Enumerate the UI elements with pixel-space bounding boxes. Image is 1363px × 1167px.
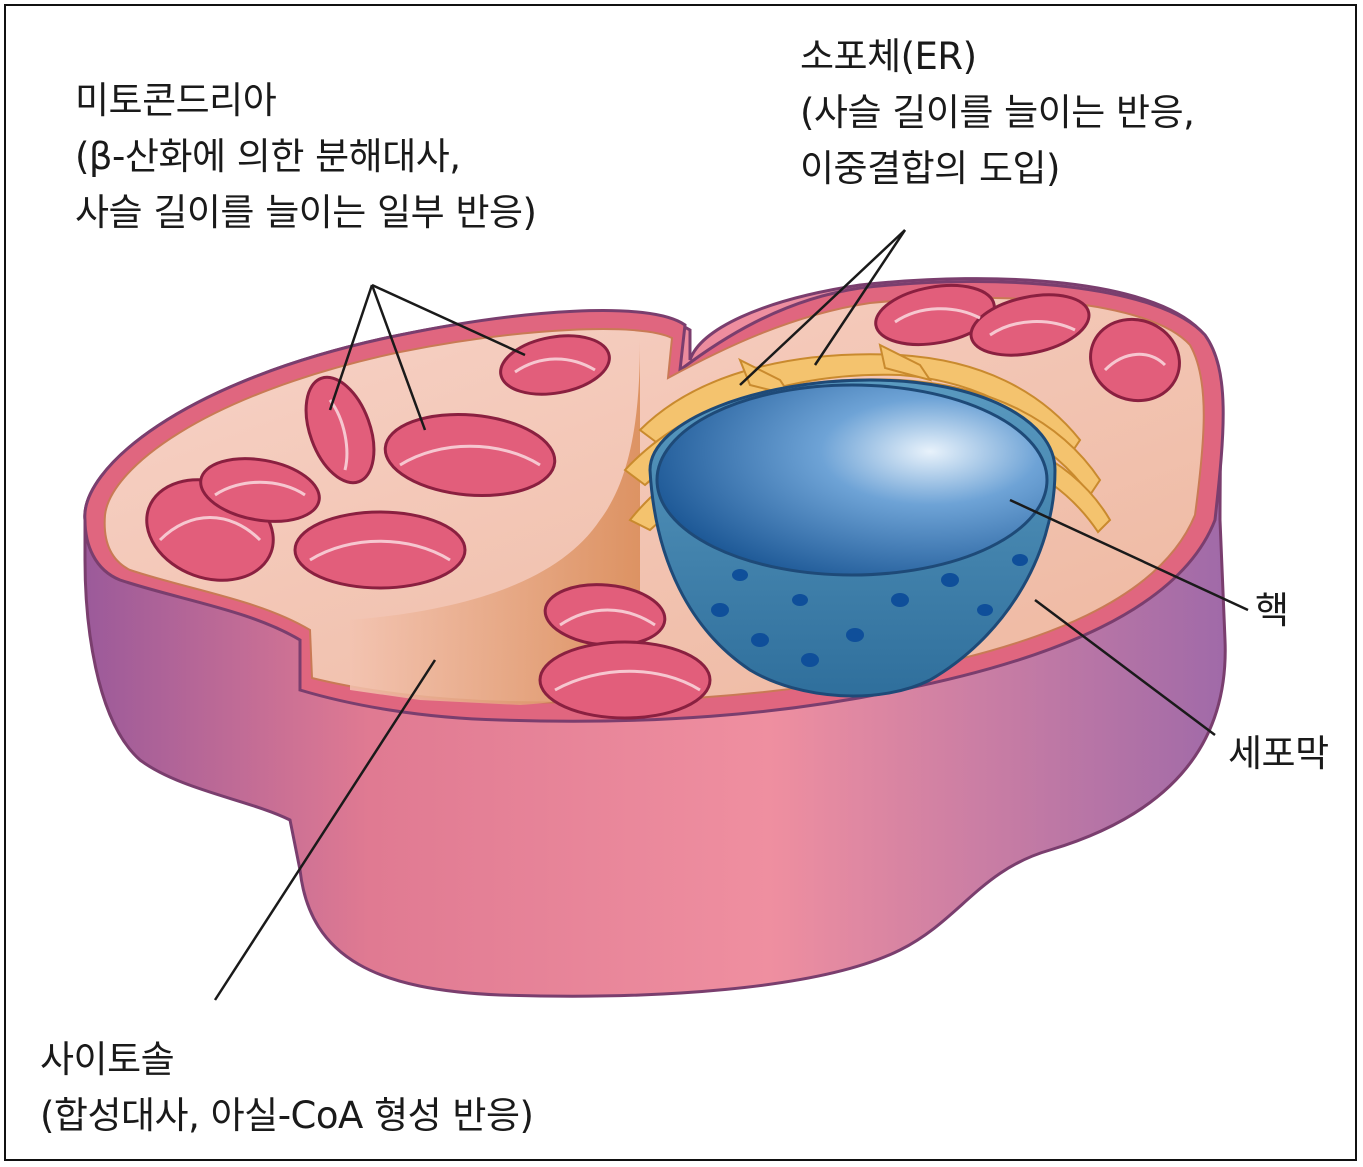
er-title: 소포체(ER) xyxy=(800,29,1194,85)
membrane-label: 세포막 xyxy=(1228,726,1329,782)
cytosol-title: 사이토솔 xyxy=(40,1032,533,1088)
mitochondria-title: 미토콘드리아 xyxy=(75,73,536,129)
membrane-title: 세포막 xyxy=(1228,726,1329,782)
mitochondria-desc-line1: (β-산화에 의한 분해대사, xyxy=(75,129,536,185)
er-desc-line2: 이중결합의 도입) xyxy=(800,141,1194,197)
mitochondria-desc-line2: 사슬 길이를 늘이는 일부 반응) xyxy=(75,185,536,241)
nucleus-title: 핵 xyxy=(1255,583,1289,639)
mitochondrion xyxy=(295,512,465,588)
er-desc-line1: (사슬 길이를 늘이는 반응, xyxy=(800,85,1194,141)
nucleus-opening xyxy=(657,385,1047,575)
mitochondrion xyxy=(540,642,710,718)
mitochondria-label: 미토콘드리아 (β-산화에 의한 분해대사, 사슬 길이를 늘이는 일부 반응) xyxy=(75,73,536,241)
cytosol-desc-line1: (합성대사, 아실-CoA 형성 반응) xyxy=(40,1088,533,1144)
cytosol-label: 사이토솔 (합성대사, 아실-CoA 형성 반응) xyxy=(40,1032,533,1144)
nucleus-label: 핵 xyxy=(1255,583,1289,639)
er-label: 소포체(ER) (사슬 길이를 늘이는 반응, 이중결합의 도입) xyxy=(800,29,1194,197)
